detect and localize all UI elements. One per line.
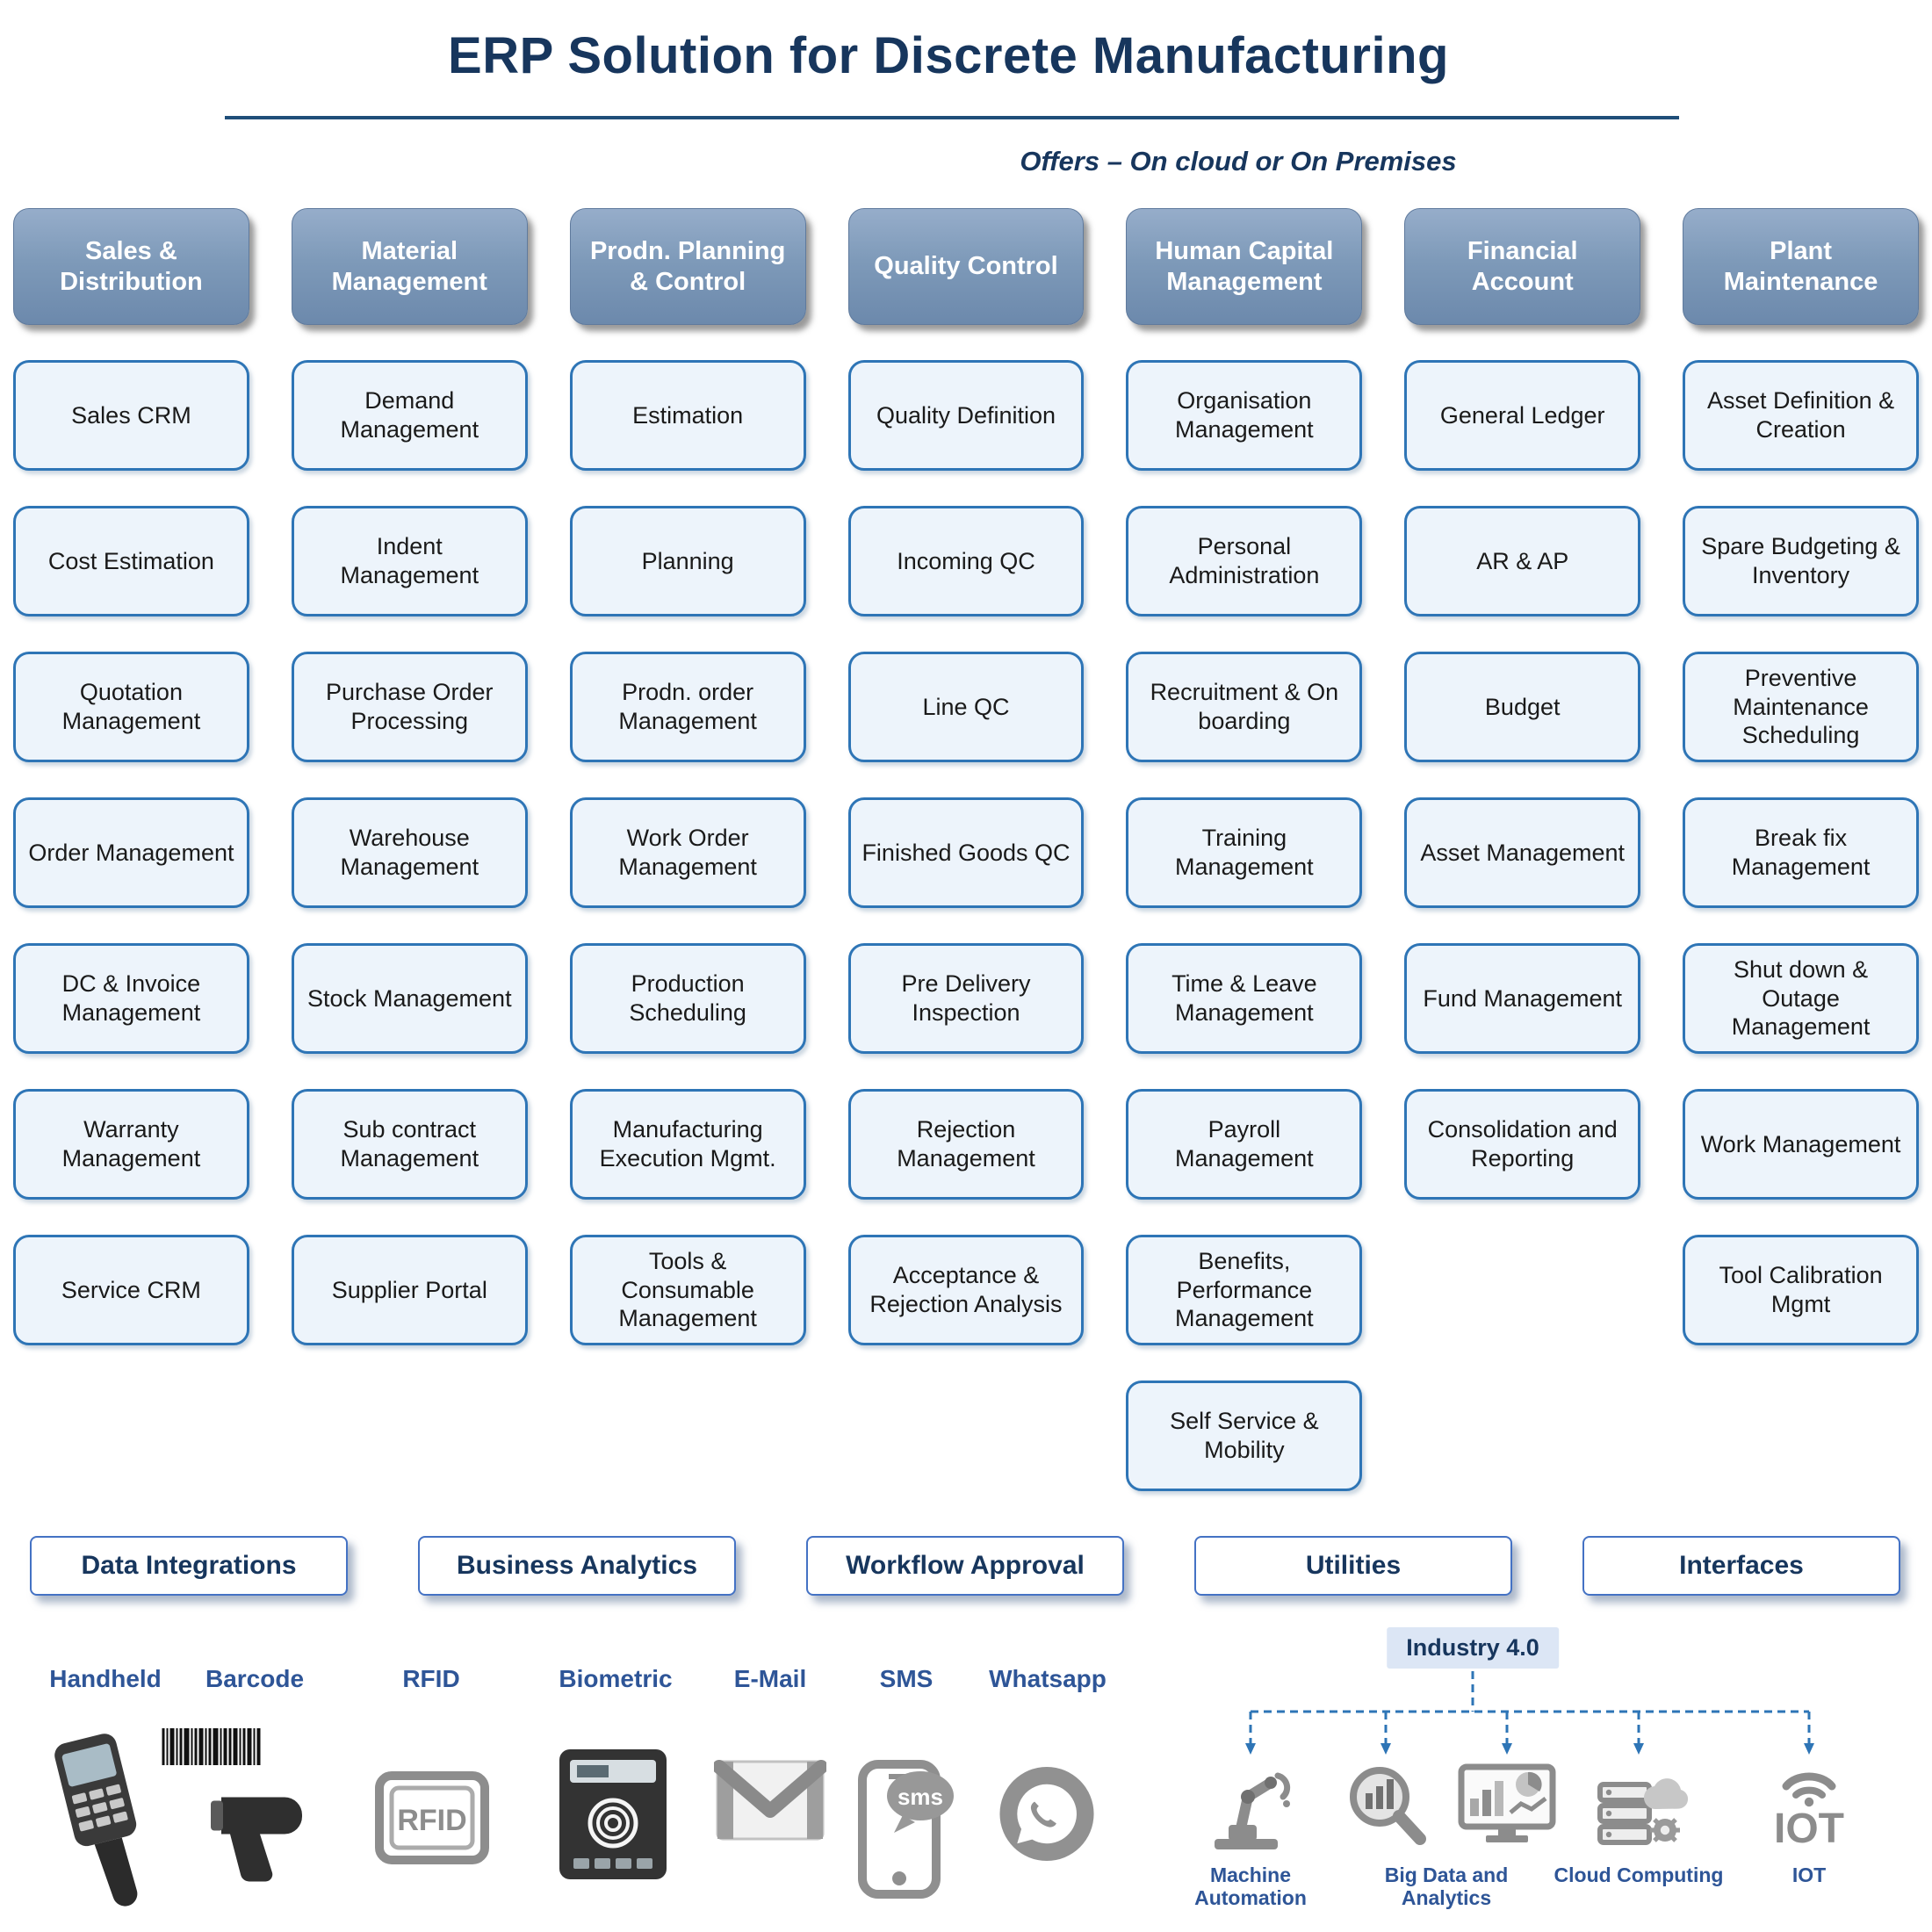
page-title: ERP Solution for Discrete Manufacturing (448, 27, 1449, 84)
column-header-plant-maintenance: Plant Maintenance (1683, 208, 1919, 325)
tech-label-biometric: Biometric (559, 1665, 673, 1692)
rfid-icon: RFID (374, 1758, 490, 1878)
module-self-service-mobility: Self Service & Mobility (1126, 1381, 1363, 1491)
module-work-order-management: Work Order Management (569, 797, 806, 908)
module-ar-ap: AR & AP (1404, 506, 1641, 616)
module-personal-administration: Personal Administration (1126, 506, 1363, 616)
module-demand-management: Demand Management (291, 360, 528, 471)
module-tool-calibration-mgmt: Tool Calibration Mgmt (1683, 1235, 1919, 1345)
column-header-prodn-planning-control: Prodn. Planning & Control (569, 208, 806, 325)
industry-label-cloud-computing: Cloud Computing (1554, 1864, 1724, 1886)
module-tools-consumable-management: Tools & Consumable Management (569, 1235, 806, 1345)
tech-label-email: E-Mail (733, 1665, 807, 1692)
module-fund-management: Fund Management (1404, 943, 1641, 1054)
module-order-management: Order Management (13, 797, 249, 908)
module-asset-definition-creation: Asset Definition & Creation (1683, 360, 1919, 471)
module-stock-management: Stock Management (291, 943, 528, 1054)
module-spare-budgeting-inventory: Spare Budgeting & Inventory (1683, 506, 1919, 616)
email-icon (712, 1758, 828, 1847)
module-organisation-management: Organisation Management (1126, 360, 1363, 471)
module-dc-invoice-management: DC & Invoice Management (13, 943, 249, 1054)
svg-text:IOT: IOT (1774, 1806, 1844, 1852)
industry-4-0-tag: Industry 4.0 (1387, 1627, 1559, 1669)
column-header-material-management: Material Management (291, 208, 528, 325)
module-purchase-order-processing: Purchase Order Processing (291, 652, 528, 762)
module-acceptance-rejection-analysis: Acceptance & Rejection Analysis (847, 1235, 1085, 1345)
cloud-computing-icon (1586, 1756, 1691, 1857)
module-warranty-management: Warranty Management (13, 1089, 249, 1200)
column-header-financial-account: Financial Account (1404, 208, 1641, 325)
module-sales-crm: Sales CRM (13, 360, 249, 471)
module-pre-delivery-inspection: Pre Delivery Inspection (847, 943, 1085, 1054)
module-estimation: Estimation (569, 360, 806, 471)
bottom-button-business-analytics: Business Analytics (418, 1536, 736, 1596)
module-indent-management: Indent Management (291, 506, 528, 616)
barcode-icon (162, 1728, 263, 1770)
module-service-crm: Service CRM (13, 1235, 249, 1345)
title-underline (225, 116, 1679, 119)
tech-label-sms: SMS (879, 1665, 934, 1692)
machine-automation-icon (1202, 1756, 1299, 1857)
bottom-button-utilities: Utilities (1194, 1536, 1512, 1596)
bottom-button-interfaces: Interfaces (1582, 1536, 1900, 1596)
module-recruitment-on-boarding: Recruitment & On boarding (1126, 652, 1363, 762)
module-cost-estimation: Cost Estimation (13, 506, 249, 616)
module-warehouse-management: Warehouse Management (291, 797, 528, 908)
industry-label-machine-automation: Machine Automation (1194, 1864, 1307, 1910)
biometric-device-icon (547, 1746, 679, 1900)
svg-text:sms: sms (898, 1784, 943, 1810)
subtitle: Offers – On cloud or On Premises (1020, 146, 1457, 177)
module-sub-contract-management: Sub contract Management (291, 1089, 528, 1200)
industry-4-0-connector (1245, 1671, 1814, 1755)
module-manufacturing-execution-mgmt: Manufacturing Execution Mgmt. (569, 1089, 806, 1200)
module-work-management: Work Management (1683, 1089, 1919, 1200)
column-header-sales-distribution: Sales & Distribution (13, 208, 249, 325)
module-training-management: Training Management (1126, 797, 1363, 908)
module-asset-management: Asset Management (1404, 797, 1641, 908)
handheld-terminal-icon (35, 1732, 167, 1921)
bottom-button-workflow-approval: Workflow Approval (806, 1536, 1124, 1596)
module-finished-goods-qc: Finished Goods QC (847, 797, 1085, 908)
module-shut-down-outage-management: Shut down & Outage Management (1683, 943, 1919, 1054)
bottom-bar: Data Integrations Business Analytics Workf… (30, 1536, 1900, 1596)
module-budget: Budget (1404, 652, 1641, 762)
analytics-dashboard-icon (1454, 1756, 1560, 1857)
industry-label-big-data-analytics: Big Data and Analytics (1384, 1864, 1509, 1910)
module-quotation-management: Quotation Management (13, 652, 249, 762)
module-incoming-qc: Incoming QC (847, 506, 1085, 616)
module-general-ledger: General Ledger (1404, 360, 1641, 471)
iot-icon: IOT (1756, 1758, 1862, 1859)
module-prodn-order-management: Prodn. order Management (569, 652, 806, 762)
tech-label-rfid: RFID (402, 1665, 460, 1692)
module-production-scheduling: Production Scheduling (569, 943, 806, 1054)
bottom-button-data-integrations: Data Integrations (30, 1536, 348, 1596)
module-payroll-management: Payroll Management (1126, 1089, 1363, 1200)
tech-label-whatsapp: Whatsapp (989, 1665, 1107, 1692)
whatsapp-icon (997, 1763, 1098, 1869)
big-data-analytics-icon (1337, 1758, 1434, 1859)
module-supplier-portal: Supplier Portal (291, 1235, 528, 1345)
industry-label-iot: IOT (1791, 1864, 1827, 1886)
column-header-quality-control: Quality Control (847, 208, 1085, 325)
column-header-human-capital-management: Human Capital Management (1126, 208, 1363, 325)
module-line-qc: Line QC (847, 652, 1085, 762)
tech-label-handheld: Handheld (49, 1665, 162, 1692)
module-break-fix-management: Break fix Management (1683, 797, 1919, 908)
module-preventive-maintenance-scheduling: Preventive Maintenance Scheduling (1683, 652, 1919, 762)
module-time-leave-management: Time & Leave Management (1126, 943, 1363, 1054)
module-planning: Planning (569, 506, 806, 616)
module-consolidation-and-reporting: Consolidation and Reporting (1404, 1089, 1641, 1200)
barcode-scanner-icon (211, 1776, 325, 1890)
module-benefits-performance-management: Benefits, Performance Management (1126, 1235, 1363, 1345)
module-quality-definition: Quality Definition (847, 360, 1085, 471)
tech-label-barcode: Barcode (205, 1665, 305, 1692)
sms-icon: sms (854, 1743, 959, 1906)
svg-text:RFID: RFID (397, 1804, 466, 1837)
module-rejection-management: Rejection Management (847, 1089, 1085, 1200)
